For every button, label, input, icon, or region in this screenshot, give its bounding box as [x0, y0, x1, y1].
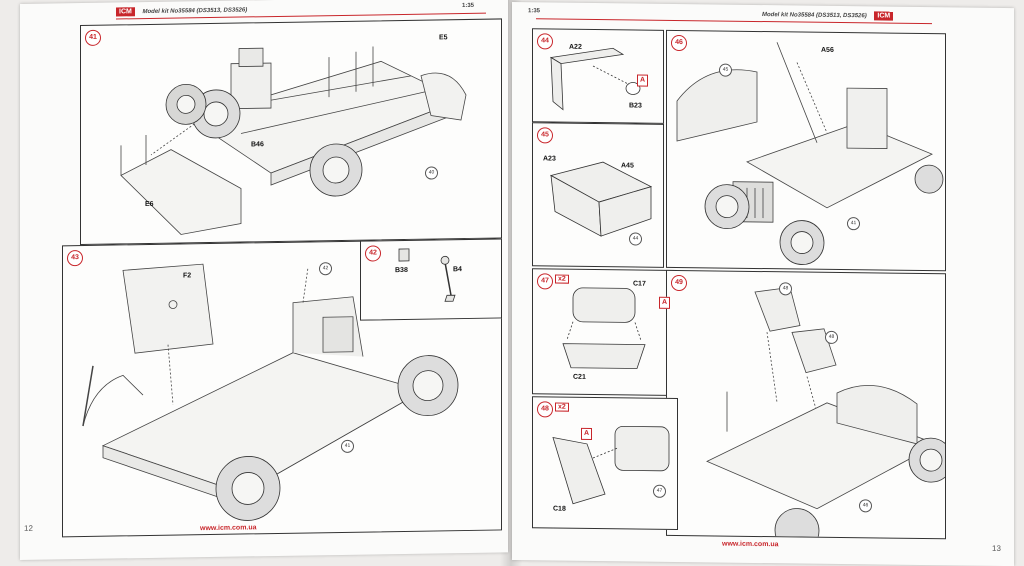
option-tag: A — [581, 427, 592, 440]
step-42-panel: 42 B38 B4 — [360, 238, 502, 321]
left-scale-wrap: 1:35 — [456, 3, 474, 9]
mirror-parts-drawing — [398, 248, 456, 302]
reference-step: 48 — [825, 330, 838, 344]
page-number: 13 — [992, 543, 1001, 553]
step-number: 44 — [537, 33, 553, 50]
reference-step: 41 — [847, 217, 860, 231]
part-label: E5 — [439, 34, 448, 42]
body-assembly-drawing — [82, 263, 459, 521]
reference-step: 47 — [653, 484, 666, 498]
scale-label: 1:35 — [462, 2, 475, 10]
website-url: www.icm.com.ua — [722, 540, 779, 549]
step-number: 48 — [537, 401, 553, 418]
seat-back-drawing — [552, 425, 670, 505]
step-number: 46 — [671, 34, 687, 52]
part-label: F2 — [183, 272, 192, 280]
part-label: E6 — [145, 200, 154, 209]
multiplier-badge: x2 — [555, 274, 569, 284]
chassis-assembly-drawing — [120, 46, 467, 235]
step-41-panel: 41 E5 B46 E6 40 — [80, 18, 502, 246]
model-number: Model kit No35584 (DS3513, DS3526) — [142, 7, 248, 16]
reference-step: 46 — [859, 499, 872, 513]
right-scale-wrap: 1:35 — [522, 8, 540, 14]
seat-install-drawing — [706, 286, 945, 539]
part-label: B38 — [395, 266, 408, 275]
multiplier-badge: x2 — [555, 402, 569, 412]
part-label: A56 — [821, 46, 834, 54]
step-number: 49 — [671, 274, 687, 292]
reference-step: 48 — [779, 282, 792, 296]
step-number: 47 — [537, 273, 553, 290]
step-43-panel: 43 F2 42 41 — [62, 238, 502, 538]
right-page: 1:35 Model kit No35584 (DS3513, DS3526) … — [512, 2, 1014, 566]
icm-logo: ICM — [874, 11, 894, 21]
step-47-panel: 47 x2 C17 A C21 — [532, 268, 678, 397]
right-header: Model kit No35584 (DS3513, DS3526) ICM — [762, 11, 899, 21]
part-label: A23 — [543, 155, 556, 163]
panel-drawing — [549, 47, 641, 111]
reference-step: 45 — [719, 63, 732, 77]
step-number: 45 — [537, 127, 553, 144]
hood-assembly-drawing — [676, 42, 944, 265]
step-45-panel: 45 A23 A45 44 — [532, 122, 664, 268]
model-number: Model kit No35584 (DS3513, DS3526) — [762, 12, 867, 20]
step-48-panel: 48 x2 A C18 47 — [532, 396, 678, 531]
part-label: C21 — [573, 373, 586, 381]
option-tag: A — [659, 296, 670, 309]
website-url: www.icm.com.ua — [200, 524, 257, 533]
part-label: A45 — [621, 162, 634, 170]
part-label: B46 — [251, 141, 264, 149]
step-46-panel: 46 A56 45 41 — [666, 29, 946, 272]
step-49-panel: 49 48 48 46 — [666, 269, 946, 540]
part-label: B23 — [629, 102, 642, 110]
left-header: ICM Model kit No35584 (DS3513, DS3526) — [116, 6, 248, 17]
option-tag: A — [637, 74, 648, 87]
part-label: B4 — [453, 266, 462, 274]
reference-step: 44 — [629, 232, 642, 246]
step-44-panel: 44 A22 A B23 — [532, 28, 664, 124]
part-label: A22 — [569, 43, 582, 51]
icm-logo: ICM — [116, 7, 135, 17]
part-label: C17 — [633, 280, 646, 288]
cowl-drawing — [549, 161, 653, 237]
left-page: ICM Model kit No35584 (DS3513, DS3526) 1… — [20, 0, 508, 561]
part-label: C18 — [553, 505, 566, 513]
page-number: 12 — [24, 523, 33, 533]
seat-drawing — [562, 287, 646, 369]
scale-label: 1:35 — [528, 8, 541, 15]
